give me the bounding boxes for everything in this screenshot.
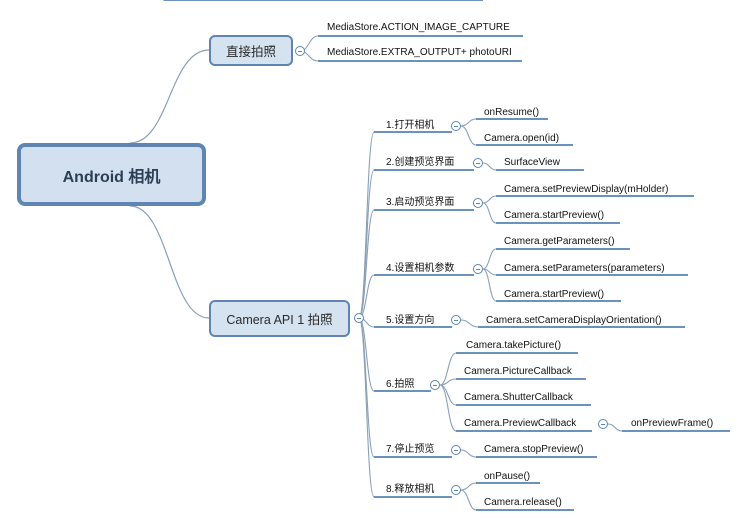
leaf-picture-callback: Camera.PictureCallback [464, 366, 572, 377]
leaf-take-picture: Camera.takePicture() [466, 340, 562, 351]
leaf-get-parameters: Camera.getParameters() [504, 236, 615, 247]
leaf-onresume: onResume() [484, 107, 540, 118]
branch-camera-api1[interactable]: Camera API 1 拍照 [209, 300, 350, 337]
step-3-start-preview[interactable]: 3.启动预览界面 [386, 197, 455, 208]
step-8-release-camera[interactable]: 8.释放相机 [386, 484, 435, 495]
step-7-stop-preview[interactable]: 7.停止预览 [386, 444, 435, 455]
collapse-toggle-icon[interactable] [451, 445, 461, 455]
collapse-toggle-icon[interactable] [598, 419, 608, 429]
collapse-toggle-icon[interactable] [473, 198, 483, 208]
step-6-take-picture[interactable]: 6.拍照 [386, 379, 415, 390]
step-2-create-preview[interactable]: 2.创建预览界面 [386, 157, 455, 168]
collapse-toggle-icon[interactable] [473, 264, 483, 274]
leaf-onpause: onPause() [484, 471, 531, 482]
leaf-set-preview-display: Camera.setPreviewDisplay(mHolder) [504, 184, 669, 195]
collapse-toggle-icon[interactable] [430, 380, 440, 390]
leaf-camera-release: Camera.release() [484, 497, 562, 508]
leaf-preview-callback: Camera.PreviewCallback [464, 418, 577, 429]
collapse-toggle-icon[interactable] [473, 158, 483, 168]
leaf-set-parameters: Camera.setParameters(parameters) [504, 263, 665, 274]
step-4-set-params[interactable]: 4.设置相机参数 [386, 263, 455, 274]
leaf-on-preview-frame: onPreviewFrame() [631, 418, 714, 429]
leaf-start-preview-3: Camera.startPreview() [504, 210, 605, 221]
leaf-start-preview-4: Camera.startPreview() [504, 289, 605, 300]
leaf-camera-open: Camera.open(id) [484, 133, 560, 144]
collapse-toggle-icon[interactable] [451, 315, 461, 325]
leaf-set-display-orientation: Camera.setCameraDisplayOrientation() [486, 315, 662, 326]
collapse-toggle-icon[interactable] [354, 313, 364, 323]
step-5-set-orientation[interactable]: 5.设置方向 [386, 315, 435, 326]
root-node[interactable]: Android 相机 [17, 143, 206, 206]
branch-direct-capture[interactable]: 直接拍照 [209, 35, 293, 66]
step-1-open-camera[interactable]: 1.打开相机 [386, 120, 435, 131]
leaf-extra-output: MediaStore.EXTRA_OUTPUT+ photoURI [327, 47, 512, 58]
leaf-surfaceview: SurfaceView [504, 157, 560, 168]
leaf-shutter-callback: Camera.ShutterCallback [464, 392, 573, 403]
leaf-action-image-capture: MediaStore.ACTION_IMAGE_CAPTURE [327, 22, 510, 33]
collapse-toggle-icon[interactable] [451, 121, 461, 131]
collapse-toggle-icon[interactable] [451, 485, 461, 495]
leaf-stop-preview: Camera.stopPreview() [484, 444, 584, 455]
collapse-toggle-icon[interactable] [295, 46, 305, 56]
